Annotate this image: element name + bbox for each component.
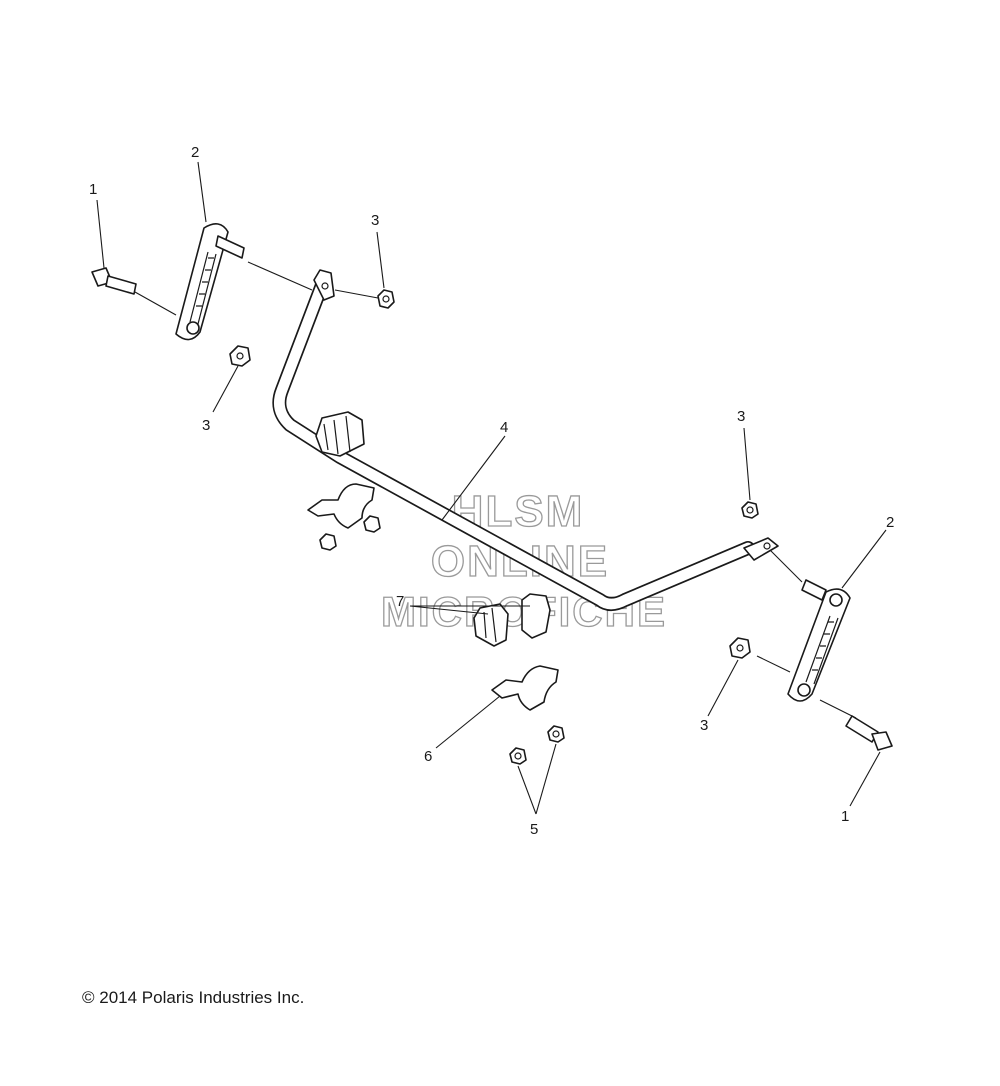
- callout-numbers: 1 2 3 3 4 3 2 7 3 6 1 5: [89, 144, 894, 838]
- callout-6: 6: [424, 748, 432, 765]
- nut-upper: [377, 289, 395, 309]
- callout-5: 5: [530, 821, 538, 838]
- alignment-lines: [134, 261, 857, 719]
- stabilizer-bar: [272, 269, 779, 611]
- flange-nut-b: [547, 725, 565, 743]
- bar-bushing: [315, 411, 365, 457]
- callout-3-right-upper: 3: [737, 408, 745, 425]
- callout-3-upper: 3: [371, 212, 379, 229]
- clamp-lower: [491, 665, 559, 711]
- callout-1-left: 1: [89, 181, 97, 198]
- callout-2-left: 2: [191, 144, 199, 161]
- nut-left-lower: [229, 345, 251, 367]
- flange-nut-a: [509, 747, 527, 765]
- nut-right-upper: [741, 501, 759, 519]
- link-left: [175, 223, 245, 341]
- callout-2-right: 2: [886, 514, 894, 531]
- clamp-upper: [307, 483, 381, 551]
- nut-right-lower: [729, 637, 751, 659]
- bushing-pair: [473, 593, 551, 647]
- copyright-notice: © 2014 Polaris Industries Inc.: [82, 988, 305, 1007]
- callout-3-left-lower: 3: [202, 417, 210, 434]
- callout-7: 7: [396, 593, 404, 610]
- callout-1-right: 1: [841, 808, 849, 825]
- bolt-right: [845, 715, 893, 751]
- callout-4: 4: [500, 419, 508, 436]
- callout-leaders: [96, 161, 887, 815]
- bolt-left: [91, 267, 137, 295]
- callout-3-right-lower: 3: [700, 717, 708, 734]
- link-right: [787, 579, 851, 702]
